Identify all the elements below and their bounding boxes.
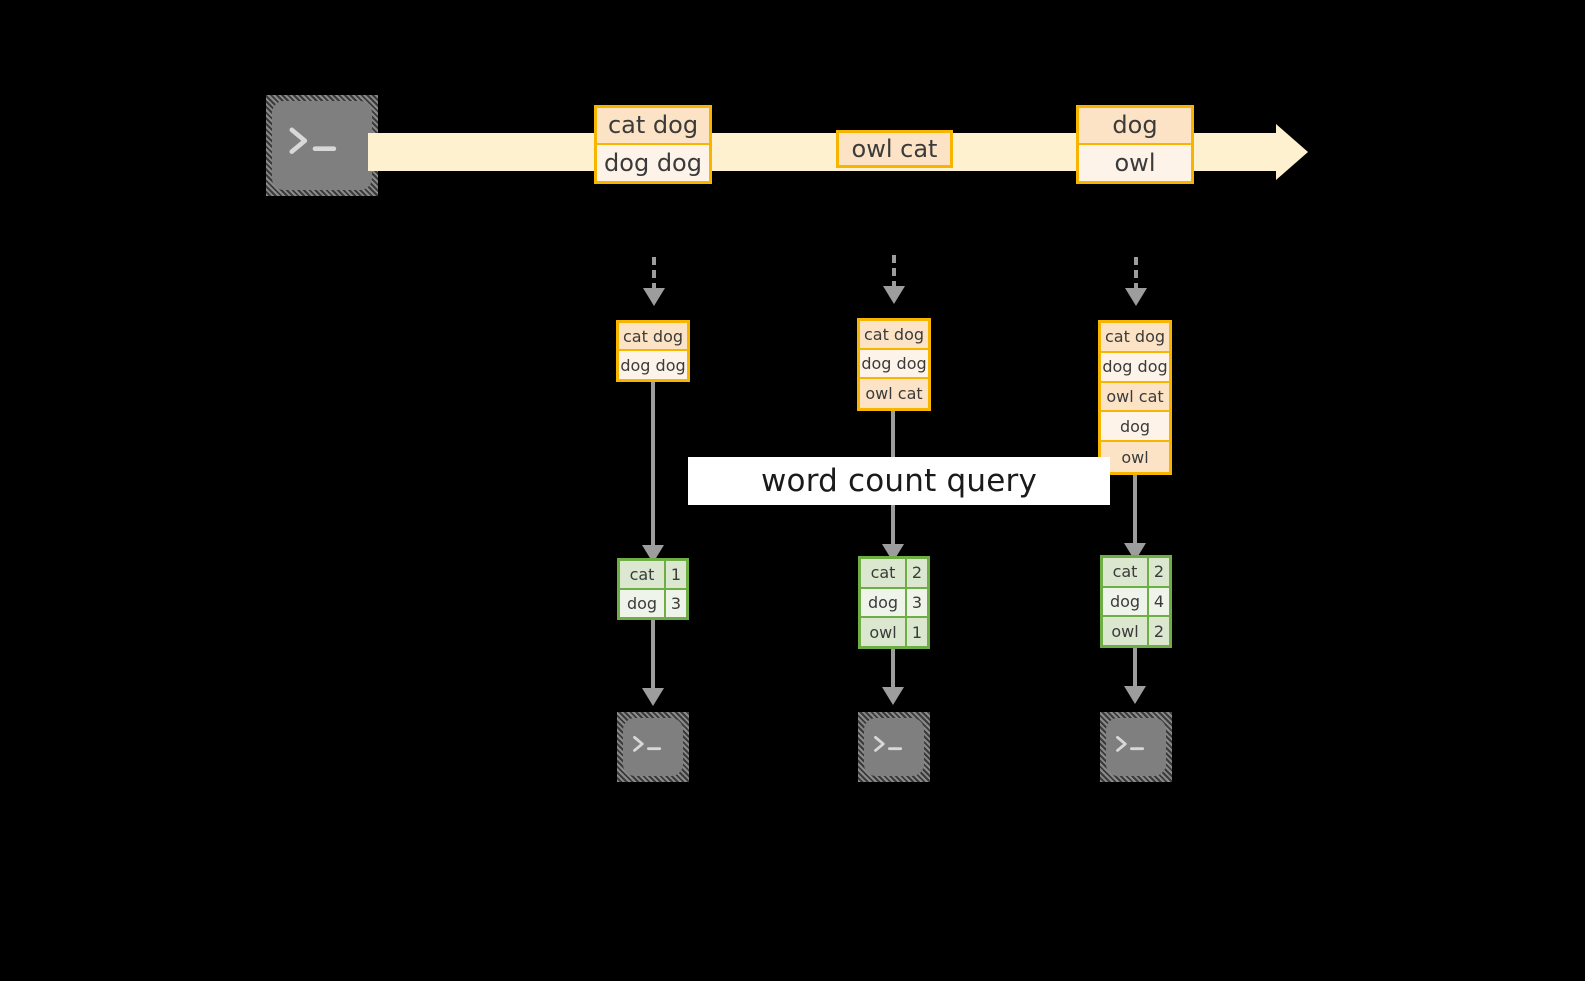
result-word: owl bbox=[861, 618, 907, 647]
state-line: cat dog bbox=[619, 323, 687, 351]
state-line: owl bbox=[1101, 442, 1169, 472]
sink-terminal-icon bbox=[858, 712, 930, 782]
terminal-prompt-icon bbox=[633, 735, 662, 752]
sink-terminal-icon bbox=[1100, 712, 1172, 782]
table-row: cat 2 bbox=[1103, 558, 1169, 588]
stream-record-line: owl cat bbox=[839, 133, 950, 165]
table-row: owl 2 bbox=[1103, 617, 1169, 646]
result-count: 2 bbox=[1149, 617, 1169, 646]
table-row: cat 1 bbox=[620, 561, 686, 590]
state-to-result-connector bbox=[1133, 475, 1137, 550]
terminal-prompt-icon bbox=[874, 735, 903, 752]
terminal-prompt-icon bbox=[1116, 735, 1145, 752]
state-accumulator: cat dog dog dog bbox=[616, 320, 690, 382]
state-to-result-connector bbox=[651, 382, 655, 550]
stream-to-state-connector bbox=[892, 255, 896, 289]
table-row: dog 3 bbox=[861, 588, 927, 619]
stream-to-state-connector bbox=[652, 257, 656, 291]
state-line: owl cat bbox=[860, 378, 928, 408]
stream-record-line: cat dog bbox=[597, 108, 709, 145]
state-line: owl cat bbox=[1101, 382, 1169, 413]
stream-record-line: owl bbox=[1079, 144, 1191, 181]
state-line: dog dog bbox=[1101, 352, 1169, 383]
result-to-sink-connector bbox=[1133, 648, 1137, 692]
state-line: cat dog bbox=[1101, 323, 1169, 353]
stream-to-state-arrowhead bbox=[883, 286, 905, 304]
result-word: dog bbox=[620, 590, 666, 617]
result-count: 2 bbox=[1149, 558, 1169, 586]
table-row: dog 3 bbox=[620, 590, 686, 617]
terminal-screen bbox=[1106, 718, 1166, 776]
stream-record-line: dog dog bbox=[597, 144, 709, 181]
state-line: dog dog bbox=[860, 350, 928, 379]
stream-record: dog owl bbox=[1076, 105, 1194, 184]
query-label: word count query bbox=[760, 463, 1038, 499]
query-label-band: word count query bbox=[688, 457, 1110, 505]
sink-terminal-icon bbox=[617, 712, 689, 782]
stream-to-state-arrowhead bbox=[643, 288, 665, 306]
table-row: owl 1 bbox=[861, 618, 927, 647]
result-word: cat bbox=[1103, 558, 1149, 586]
result-count: 1 bbox=[666, 561, 686, 588]
result-count: 1 bbox=[907, 618, 927, 647]
result-word: dog bbox=[1103, 587, 1149, 616]
result-table: cat 1 dog 3 bbox=[617, 558, 689, 620]
state-line: dog bbox=[1101, 412, 1169, 443]
result-to-sink-arrowhead bbox=[882, 687, 904, 705]
result-count: 3 bbox=[666, 590, 686, 617]
result-to-sink-connector bbox=[891, 649, 895, 692]
source-terminal-icon bbox=[266, 95, 378, 196]
stream-to-state-arrowhead bbox=[1125, 288, 1147, 306]
result-word: cat bbox=[620, 561, 666, 588]
result-table: cat 2 dog 4 owl 2 bbox=[1100, 555, 1172, 648]
terminal-screen bbox=[864, 718, 924, 776]
result-word: owl bbox=[1103, 617, 1149, 646]
stream-record-line: dog bbox=[1079, 108, 1191, 145]
stream-record: owl cat bbox=[836, 130, 953, 168]
stream-to-state-connector bbox=[1134, 257, 1138, 291]
event-stream-arrowhead bbox=[1276, 124, 1308, 180]
state-line: dog dog bbox=[619, 351, 687, 379]
state-accumulator: cat dog dog dog owl cat dog owl bbox=[1098, 320, 1172, 475]
table-row: cat 2 bbox=[861, 559, 927, 589]
terminal-screen bbox=[272, 101, 372, 190]
result-word: cat bbox=[861, 559, 907, 587]
result-count: 4 bbox=[1149, 587, 1169, 616]
result-to-sink-arrowhead bbox=[1124, 686, 1146, 704]
stream-record: cat dog dog dog bbox=[594, 105, 712, 184]
result-table: cat 2 dog 3 owl 1 bbox=[858, 556, 930, 649]
terminal-prompt-icon bbox=[289, 127, 337, 154]
terminal-screen bbox=[623, 718, 683, 776]
table-row: dog 4 bbox=[1103, 587, 1169, 618]
state-accumulator: cat dog dog dog owl cat bbox=[857, 318, 931, 411]
result-word: dog bbox=[861, 588, 907, 617]
result-count: 2 bbox=[907, 559, 927, 587]
result-to-sink-arrowhead bbox=[642, 688, 664, 706]
result-to-sink-connector bbox=[651, 620, 655, 692]
result-count: 3 bbox=[907, 588, 927, 617]
state-line: cat dog bbox=[860, 321, 928, 350]
